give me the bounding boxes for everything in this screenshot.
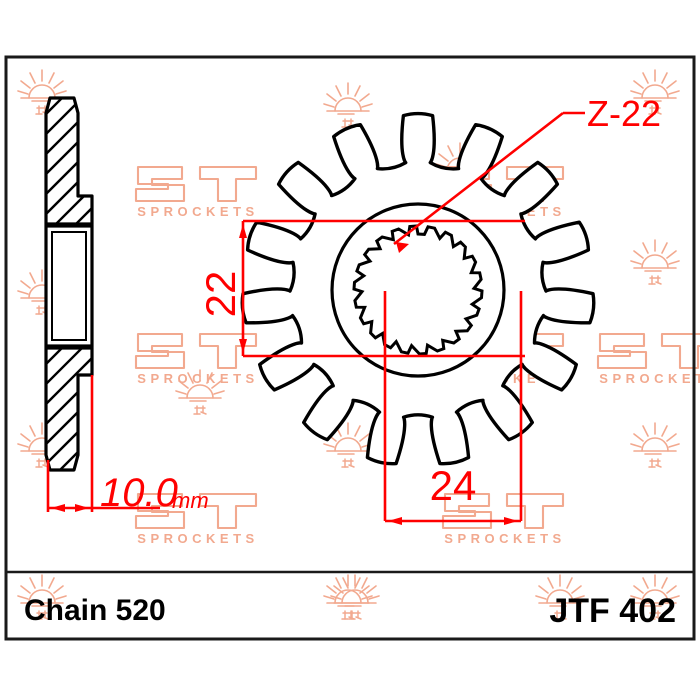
title-block: Chain 520 JTF 402 <box>24 574 676 630</box>
callout-label-z22: Z-22 <box>587 93 661 134</box>
dim10-arrow-right <box>75 504 89 512</box>
drawing-frame-border <box>4 55 696 641</box>
chain-spec-label: Chain 520 <box>24 594 166 627</box>
dim22-arrow-bottom <box>239 339 247 353</box>
side-view-cross-section <box>44 96 94 472</box>
hatch-lower <box>46 348 92 470</box>
dim24-arrow-left <box>388 517 402 525</box>
callout-leader-line <box>393 111 564 246</box>
dim10-label: 10.0 <box>100 471 178 515</box>
side-view-upper-flange <box>44 96 94 226</box>
side-view-web-inner <box>51 231 87 341</box>
dim10-arrow-left <box>51 504 65 512</box>
part-number-label: JTF 402 <box>549 592 676 630</box>
dim10-units: mm <box>172 488 209 513</box>
hub-circle <box>330 202 506 378</box>
callout-arrowhead <box>396 242 409 253</box>
hatch-upper <box>46 98 92 224</box>
dimension-layer: 22 24 10.0 mm Z-22 <box>46 93 661 525</box>
dim24-label: 24 <box>430 462 477 509</box>
dim22-label: 22 <box>197 271 244 318</box>
dim24-arrow-right <box>504 517 518 525</box>
dim22-arrow-top <box>239 224 247 238</box>
